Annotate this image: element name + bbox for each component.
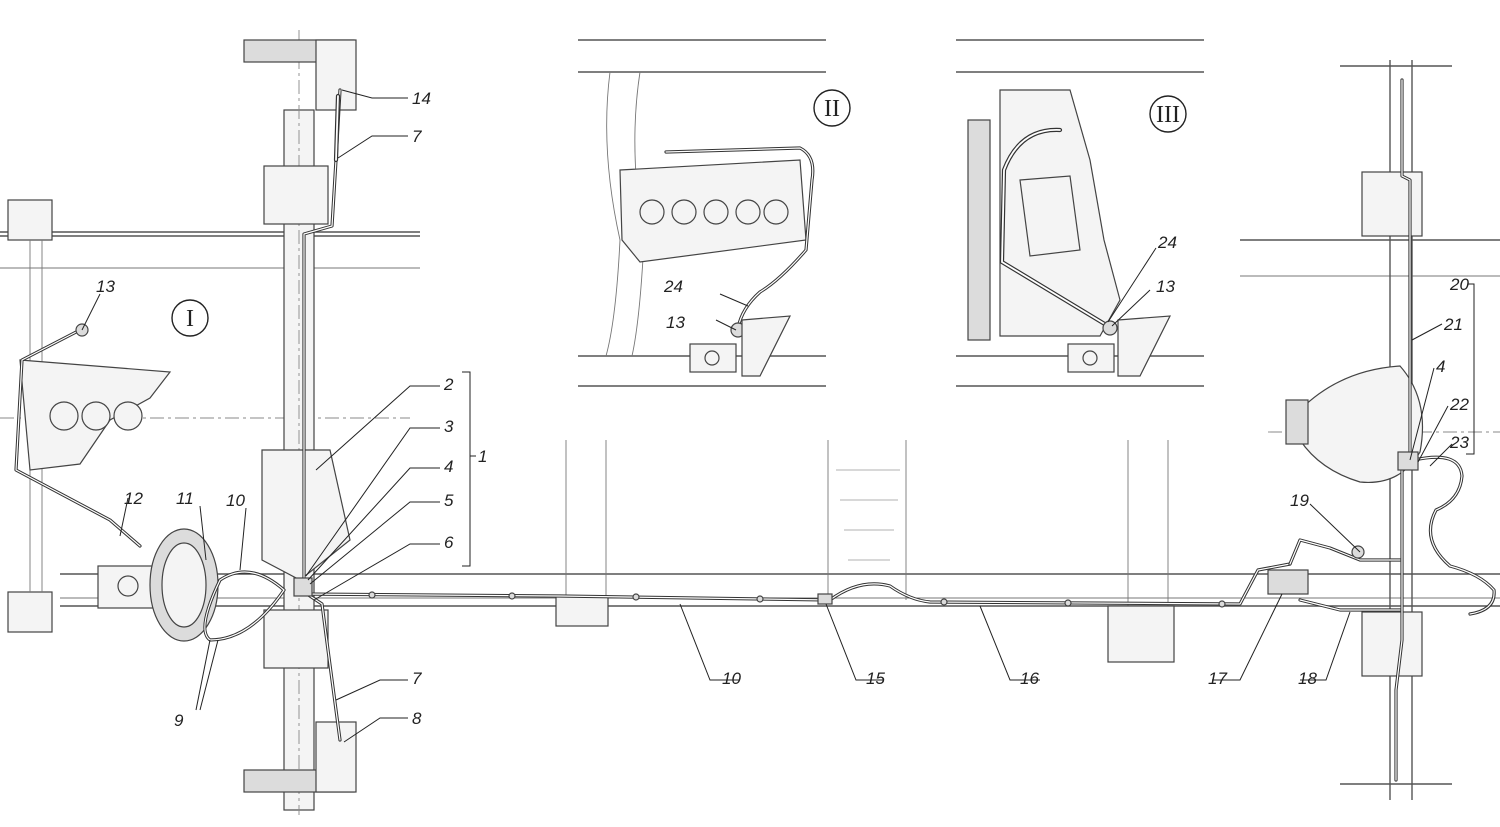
callout-10-mid: 10 <box>722 669 741 688</box>
callout-14: 14 <box>412 89 431 108</box>
brake-lines <box>203 78 1496 782</box>
callout-15: 15 <box>866 669 885 688</box>
callout-23: 23 <box>1449 433 1469 452</box>
callout-21: 21 <box>1443 315 1463 334</box>
callout-11: 11 <box>176 489 194 508</box>
master-cylinder <box>97 528 219 642</box>
callout-6: 6 <box>444 533 454 552</box>
callout-leaders <box>81 89 1475 743</box>
callout-12: 12 <box>124 489 143 508</box>
callout-7-top: 7 <box>412 127 422 146</box>
view-labels: I II III <box>171 89 1187 337</box>
callout-18: 18 <box>1298 669 1317 688</box>
callout-24-inset2: 24 <box>663 277 683 296</box>
callout-16: 16 <box>1020 669 1039 688</box>
callout-22: 22 <box>1449 395 1469 414</box>
inset-2 <box>578 39 826 387</box>
callout-17: 17 <box>1208 669 1227 688</box>
view-1-detail <box>14 323 172 548</box>
inset-3 <box>956 39 1204 387</box>
view-3-label: III <box>1156 102 1180 128</box>
front-axle <box>243 30 357 815</box>
callout-2: 2 <box>443 375 454 394</box>
callout-1: 1 <box>478 447 487 466</box>
callout-13-view1: 13 <box>96 277 115 296</box>
callout-9: 9 <box>174 711 184 730</box>
view-2-label: II <box>824 96 840 122</box>
callout-4: 4 <box>444 457 453 476</box>
callout-5: 5 <box>444 491 454 510</box>
chassis-frame <box>0 199 1500 663</box>
callout-10-left: 10 <box>226 491 245 510</box>
callout-24-inset3: 24 <box>1157 233 1177 252</box>
callout-3: 3 <box>444 417 454 436</box>
callout-13-inset2: 13 <box>666 313 685 332</box>
rear-axle <box>1285 60 1452 800</box>
view-1-label: I <box>186 306 194 332</box>
callout-20: 20 <box>1449 275 1469 294</box>
callout-19: 19 <box>1290 491 1309 510</box>
callout-8: 8 <box>412 709 422 728</box>
callout-13-inset3: 13 <box>1156 277 1175 296</box>
callout-numbers: 14 7 13 12 11 10 2 3 4 5 6 1 7 8 9 10 15… <box>96 89 1469 730</box>
callout-7-bottom: 7 <box>412 669 422 688</box>
callout-4-rear: 4 <box>1436 357 1445 376</box>
